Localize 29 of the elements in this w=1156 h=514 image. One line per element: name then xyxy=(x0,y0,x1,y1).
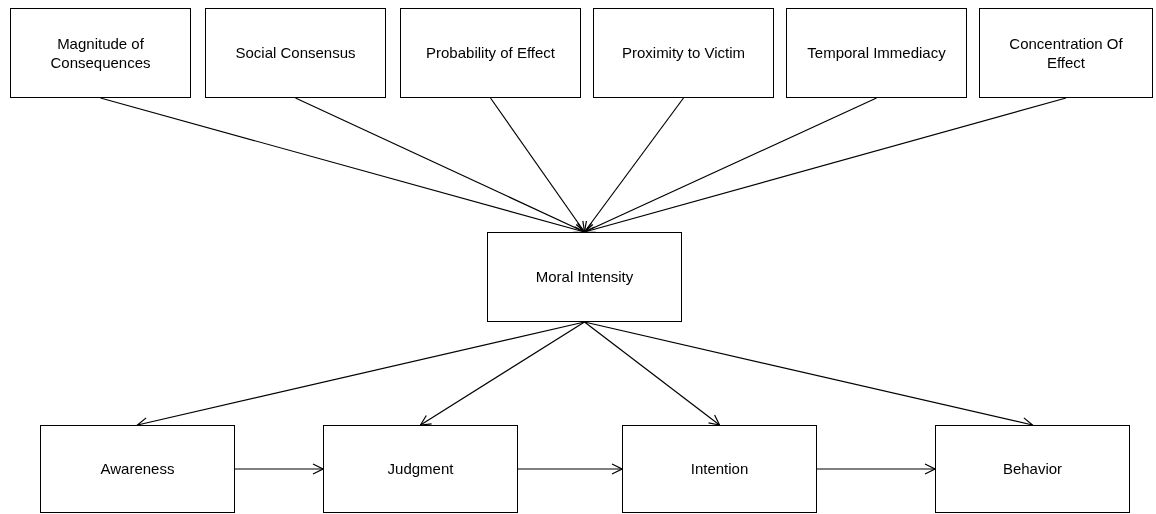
box-label: Proximity to Victim xyxy=(621,43,746,63)
box-label: Magnitude of Consequences xyxy=(49,33,152,73)
arrow xyxy=(583,97,685,233)
process-box xyxy=(400,8,581,98)
box-label: Awareness xyxy=(100,459,175,479)
arrow xyxy=(816,463,936,475)
process-box xyxy=(622,425,817,513)
process-box xyxy=(205,8,386,98)
arrow xyxy=(489,97,586,233)
box-label: Intention xyxy=(690,459,749,479)
arrow xyxy=(234,463,324,475)
process-box xyxy=(935,425,1130,513)
box-label: Concentration Of Effect xyxy=(1008,33,1124,73)
box-label: Social Consensus xyxy=(235,43,356,63)
box-label: Probability of Effect xyxy=(426,43,555,63)
box-label: Judgment xyxy=(387,459,454,479)
process-box xyxy=(786,8,967,98)
box-label: Moral Intensity xyxy=(535,267,634,287)
process-box xyxy=(323,425,518,513)
process-box xyxy=(593,8,774,98)
process-box xyxy=(487,232,682,322)
box-label: Temporal Immediacy xyxy=(807,43,946,63)
process-box xyxy=(10,8,191,98)
process-box xyxy=(979,8,1153,98)
arrow xyxy=(517,463,623,475)
arrow xyxy=(419,321,586,426)
box-label: Behavior xyxy=(1002,459,1063,479)
arrow xyxy=(583,321,721,426)
process-box xyxy=(40,425,235,513)
